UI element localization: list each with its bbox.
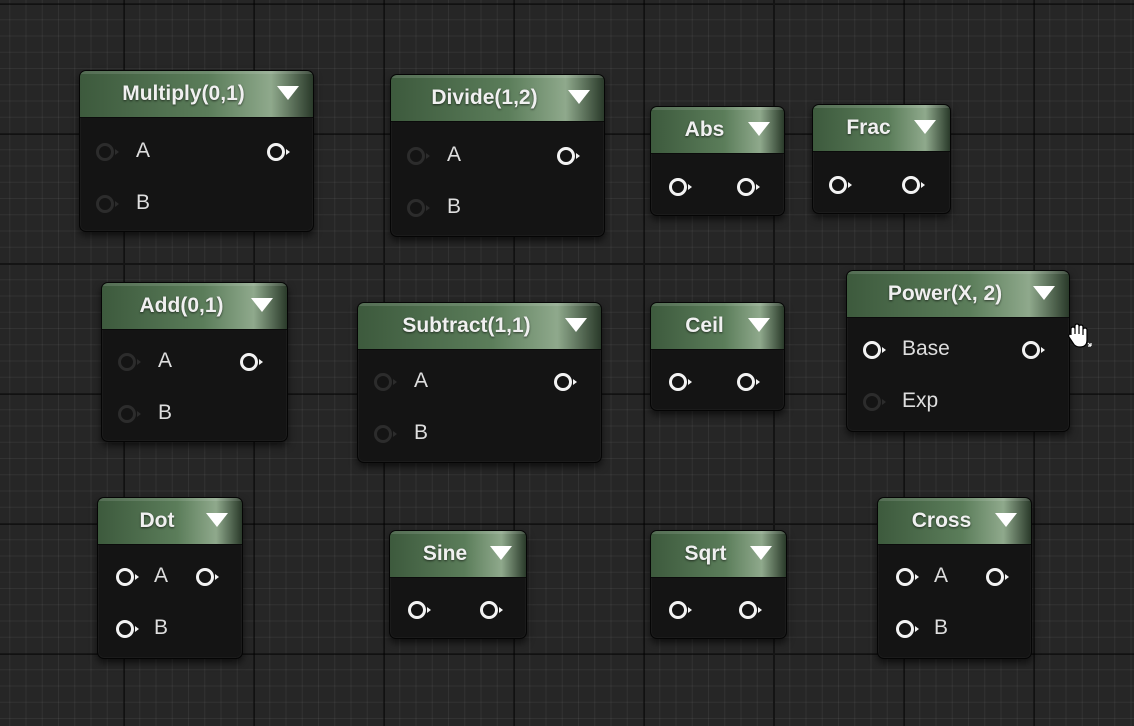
node-title: Cross xyxy=(911,509,972,532)
output-pin[interactable] xyxy=(557,147,580,165)
pin-label-base: Base xyxy=(902,337,950,360)
input-pin-b[interactable] xyxy=(896,620,919,638)
node-header[interactable]: Sqrt xyxy=(651,531,786,578)
pin-label-b: B xyxy=(447,195,462,218)
output-pin[interactable] xyxy=(986,568,1009,586)
node-title: Add(0,1) xyxy=(139,294,224,317)
pin-label-a: A xyxy=(154,564,169,587)
chevron-down-icon[interactable] xyxy=(1033,286,1055,300)
input-pin-exp[interactable] xyxy=(863,393,886,411)
node-abs[interactable]: Abs xyxy=(650,106,785,216)
pin-label-a: A xyxy=(414,369,429,392)
node-header[interactable]: Sine xyxy=(390,531,526,578)
node-subtract[interactable]: Subtract(1,1) A B xyxy=(357,302,602,463)
chevron-down-icon[interactable] xyxy=(995,513,1017,527)
input-pin[interactable] xyxy=(669,601,692,619)
input-pin[interactable] xyxy=(669,373,692,391)
chevron-down-icon[interactable] xyxy=(748,318,770,332)
node-header[interactable]: Dot xyxy=(98,498,242,545)
input-pin[interactable] xyxy=(829,176,852,194)
input-pin-base[interactable] xyxy=(863,341,886,359)
chevron-down-icon[interactable] xyxy=(565,318,587,332)
pin-label-a: A xyxy=(447,143,462,166)
hand-grab-cursor-icon xyxy=(1068,323,1092,348)
node-cross[interactable]: Cross A B xyxy=(877,497,1032,659)
node-header[interactable]: Abs xyxy=(651,107,784,154)
chevron-down-icon[interactable] xyxy=(914,120,936,134)
chevron-down-icon[interactable] xyxy=(748,122,770,136)
node-title: Divide(1,2) xyxy=(431,86,538,109)
input-pin[interactable] xyxy=(408,601,431,619)
output-pin[interactable] xyxy=(902,176,925,194)
node-dot[interactable]: Dot A B xyxy=(97,497,243,659)
input-pin[interactable] xyxy=(669,178,692,196)
input-pin-b[interactable] xyxy=(118,405,141,423)
chevron-down-icon[interactable] xyxy=(277,86,299,100)
pin-label-a: A xyxy=(934,564,949,587)
input-pin-a[interactable] xyxy=(374,373,397,391)
output-pin[interactable] xyxy=(196,568,219,586)
output-pin[interactable] xyxy=(737,178,760,196)
node-header[interactable]: Subtract(1,1) xyxy=(358,303,601,350)
chevron-down-icon[interactable] xyxy=(206,513,228,527)
input-pin-b[interactable] xyxy=(374,425,397,443)
output-pin[interactable] xyxy=(554,373,577,391)
output-pin[interactable] xyxy=(737,373,760,391)
node-header[interactable]: Cross xyxy=(878,498,1031,545)
node-sine[interactable]: Sine xyxy=(389,530,527,639)
output-pin[interactable] xyxy=(240,353,263,371)
node-title: Power(X, 2) xyxy=(887,282,1003,305)
node-title: Subtract(1,1) xyxy=(402,314,531,337)
node-add[interactable]: Add(0,1) A B xyxy=(101,282,288,442)
node-title: Dot xyxy=(139,509,175,532)
pin-label-a: A xyxy=(136,139,151,162)
node-header[interactable]: Add(0,1) xyxy=(102,283,287,330)
input-pin-a[interactable] xyxy=(96,143,119,161)
output-pin[interactable] xyxy=(480,601,503,619)
node-ceil[interactable]: Ceil xyxy=(650,302,785,411)
chevron-down-icon[interactable] xyxy=(490,546,512,560)
chevron-down-icon[interactable] xyxy=(251,298,273,312)
input-pin-b[interactable] xyxy=(407,199,430,217)
output-pin[interactable] xyxy=(267,143,290,161)
node-header[interactable]: Ceil xyxy=(651,303,784,350)
pin-label-b: B xyxy=(136,191,151,214)
node-title: Sine xyxy=(422,542,468,565)
input-pin-b[interactable] xyxy=(116,620,139,638)
input-pin-a[interactable] xyxy=(116,568,139,586)
node-header[interactable]: Frac xyxy=(813,105,950,152)
node-header[interactable]: Power(X, 2) xyxy=(847,271,1069,318)
pin-label-b: B xyxy=(154,616,169,639)
node-frac[interactable]: Frac xyxy=(812,104,951,214)
chevron-down-icon[interactable] xyxy=(568,90,590,104)
node-title: Multiply(0,1) xyxy=(122,82,245,105)
pin-label-exp: Exp xyxy=(902,389,939,412)
pin-label-b: B xyxy=(414,421,429,444)
node-sqrt[interactable]: Sqrt xyxy=(650,530,787,639)
node-power[interactable]: Power(X, 2) Base Exp xyxy=(846,270,1070,432)
node-title: Ceil xyxy=(685,314,724,337)
node-title: Sqrt xyxy=(684,542,727,565)
input-pin-a[interactable] xyxy=(407,147,430,165)
input-pin-a[interactable] xyxy=(896,568,919,586)
node-header[interactable]: Multiply(0,1) xyxy=(80,71,313,118)
chevron-down-icon[interactable] xyxy=(750,546,772,560)
input-pin-b[interactable] xyxy=(96,195,119,213)
node-title: Abs xyxy=(684,118,725,141)
output-pin[interactable] xyxy=(1022,341,1045,359)
node-divide[interactable]: Divide(1,2) A B xyxy=(390,74,605,237)
output-pin[interactable] xyxy=(739,601,762,619)
pin-label-b: B xyxy=(158,401,173,424)
pin-label-b: B xyxy=(934,616,949,639)
node-header[interactable]: Divide(1,2) xyxy=(391,75,604,122)
pin-label-a: A xyxy=(158,349,173,372)
node-title: Frac xyxy=(846,116,891,139)
node-multiply[interactable]: Multiply(0,1) A B xyxy=(79,70,314,232)
input-pin-a[interactable] xyxy=(118,353,141,371)
